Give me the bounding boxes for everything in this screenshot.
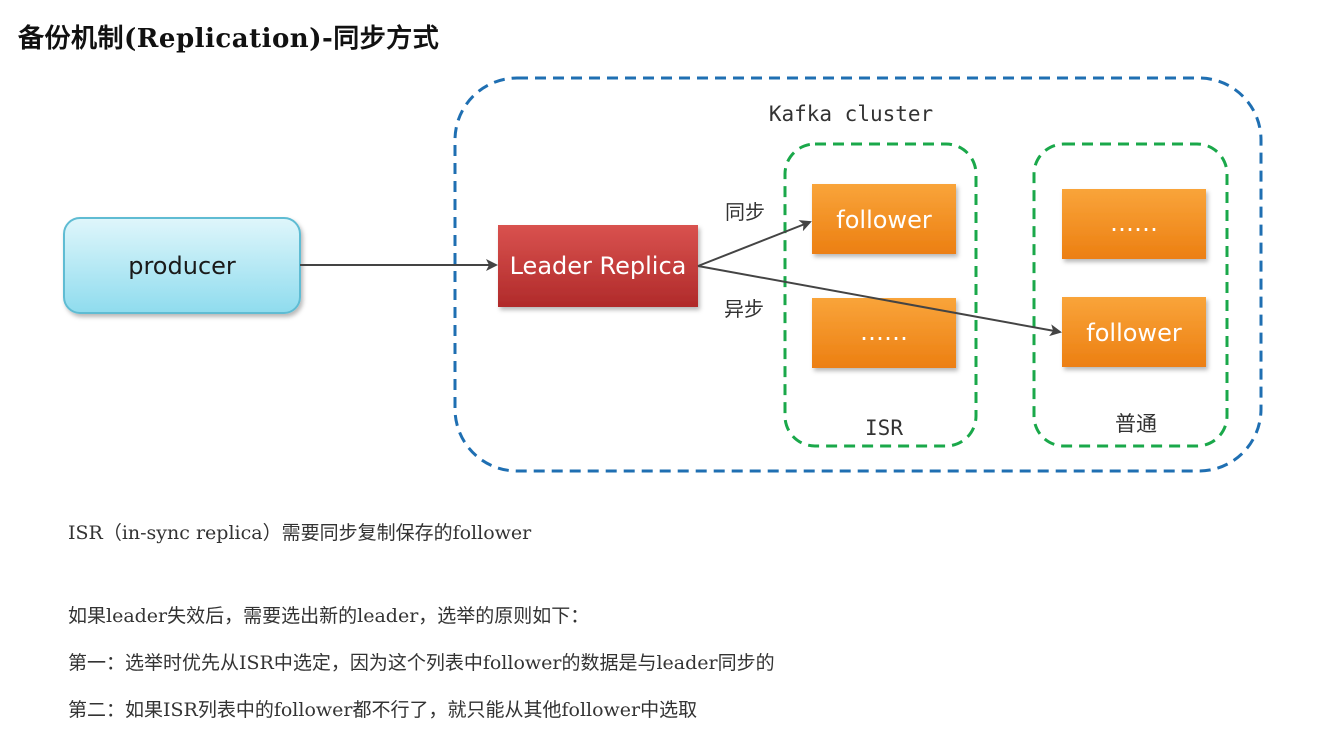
- leader-replica-label: Leader Replica: [510, 252, 687, 280]
- sync-arrow: [697, 220, 812, 267]
- page-title: 备份机制(Replication)-同步方式: [18, 24, 440, 54]
- election-intro-text: 如果leader失效后，需要选出新的leader，选举的原则如下：: [68, 605, 590, 627]
- normal-follower-label: follower: [1086, 319, 1182, 347]
- kafka-cluster-label: Kafka cluster: [769, 102, 933, 126]
- isr-follower-label: follower: [836, 206, 932, 234]
- rule-one-text: 第一：选举时优先从ISR中选定，因为这个列表中follower的数据是与lead…: [68, 652, 775, 674]
- isr-placeholder-label: ……: [860, 318, 908, 346]
- isr-follower-node: follower: [812, 184, 956, 254]
- isr-definition-text: ISR（in-sync replica）需要同步复制保存的follower: [68, 522, 532, 544]
- async-label: 异步: [724, 297, 764, 321]
- normal-placeholder-node: ……: [1062, 189, 1206, 259]
- sync-label: 同步: [725, 200, 765, 224]
- leader-replica-node: Leader Replica: [498, 225, 698, 307]
- rule-two-text: 第二：如果ISR列表中的follower都不行了，就只能从其他follower中…: [68, 699, 698, 721]
- normal-group-label: 普通: [1115, 412, 1157, 436]
- producer-node: producer: [63, 217, 301, 314]
- kafka-cluster-boundary: [453, 76, 1263, 473]
- producer-label: producer: [128, 252, 236, 280]
- isr-group-boundary: [783, 142, 978, 448]
- isr-group-label: ISR: [865, 416, 903, 440]
- normal-placeholder-label: ……: [1110, 209, 1158, 237]
- async-arrow: [697, 265, 1062, 337]
- normal-follower-node: follower: [1062, 297, 1206, 367]
